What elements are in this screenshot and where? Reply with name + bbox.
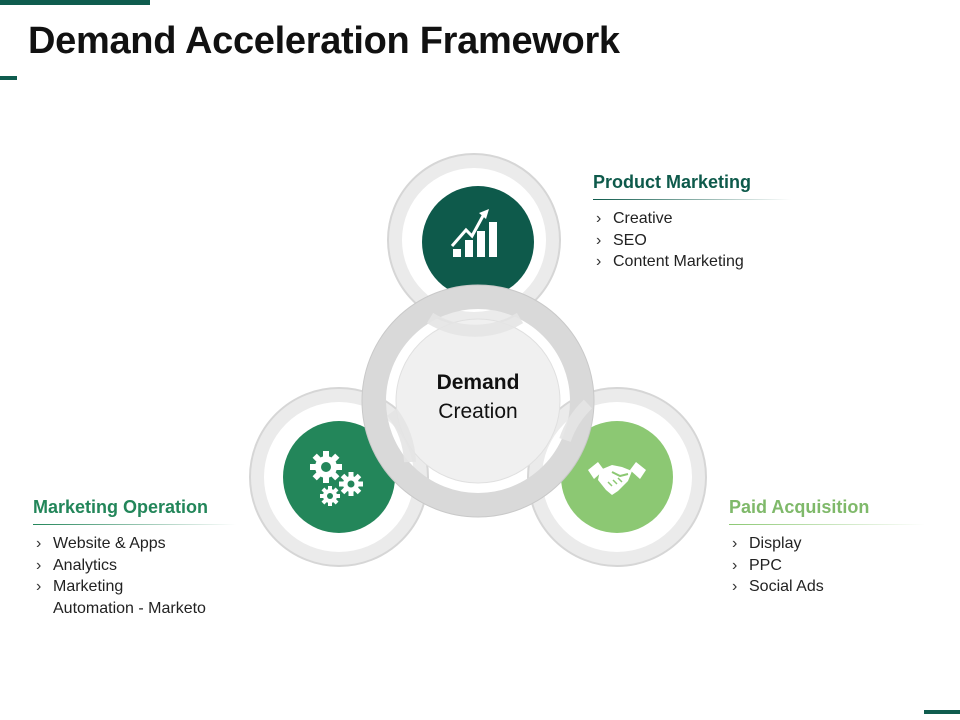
handshake-icon [588, 462, 646, 495]
center-node [361, 284, 595, 518]
top-accent-bar [0, 0, 150, 5]
list-item: Content Marketing [593, 251, 791, 273]
product-marketing-heading: Product Marketing [593, 172, 752, 192]
center-label: Demand Creation [398, 368, 558, 426]
marketing-operation-heading: Marketing Operation [33, 497, 209, 517]
bottom-right-accent-bar [924, 710, 960, 714]
list-item: Website & Apps [33, 533, 236, 555]
left-accent-bar [0, 76, 17, 80]
page-title: Demand Acceleration Framework [28, 20, 620, 62]
list-item: Analytics [33, 555, 236, 577]
list-item: Display [729, 533, 925, 555]
list-item: Creative [593, 208, 791, 230]
paid-acquisition-block: Paid Acquisition Display PPC Social Ads [729, 497, 925, 598]
paid-acquisition-list: Display PPC Social Ads [729, 533, 925, 598]
marketing-operation-block: Marketing Operation Website & Apps Analy… [33, 497, 236, 619]
paid-acquisition-rule [729, 524, 925, 525]
center-label-line1: Demand [436, 371, 520, 394]
bar-chart-growth-icon [450, 209, 497, 257]
list-item: Marketing Automation - Marketo [33, 576, 236, 619]
product-marketing-rule [593, 199, 791, 200]
gears-icon [310, 451, 363, 506]
marketing-operation-rule [33, 524, 236, 525]
list-item: PPC [729, 555, 925, 577]
product-marketing-block: Product Marketing Creative SEO Content M… [593, 172, 791, 273]
list-item: SEO [593, 230, 791, 252]
paid-acquisition-heading: Paid Acquisition [729, 497, 870, 517]
center-label-line2: Creation [438, 400, 518, 423]
marketing-operation-list: Website & Apps Analytics Marketing Autom… [33, 533, 236, 619]
list-item: Social Ads [729, 576, 925, 598]
product-marketing-list: Creative SEO Content Marketing [593, 208, 791, 273]
